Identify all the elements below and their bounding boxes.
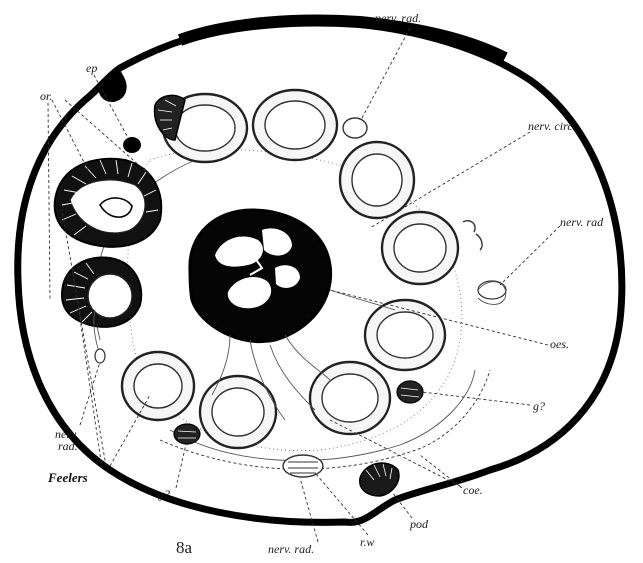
- ossicle-ring-3: [340, 142, 414, 218]
- label-coe: coe.: [463, 483, 483, 497]
- ganglion-bottom: [174, 424, 200, 444]
- label-nerv-circ: nerv. circ.: [528, 119, 576, 133]
- label-g-right: g?: [533, 399, 545, 413]
- label-oes: oes.: [550, 337, 569, 351]
- label-nerv-rad-left-line2: rad.: [58, 439, 78, 453]
- label-nerv-rad-right: nerv. rad: [560, 215, 604, 229]
- feeler-upper: [55, 159, 162, 247]
- feeler-stalk-tip: [95, 349, 105, 363]
- label-pod: pod: [409, 517, 429, 531]
- label-g-bottom: g?: [158, 487, 170, 501]
- label-ep: ep: [86, 61, 97, 75]
- label-nerv-rad-top: nerv. rad.: [375, 11, 421, 25]
- radial-nerve-top: [343, 118, 367, 138]
- ganglion-right: [397, 381, 423, 403]
- figure-caption: 8a: [176, 538, 193, 557]
- oesophagus-mass: [190, 210, 331, 342]
- label-feelers: Feelers: [47, 470, 88, 485]
- ep-dark-spot: [123, 137, 141, 153]
- radial-nerve-right: [478, 281, 506, 299]
- radial-water-vessel: [283, 455, 323, 477]
- label-nerv-rad-bottom: nerv. rad.: [268, 542, 314, 556]
- label-or: or.: [40, 89, 52, 103]
- ossicle-ring-7: [200, 376, 276, 448]
- ossicle-ring-2: [253, 90, 337, 160]
- label-rw: r.w: [360, 535, 374, 549]
- feeler-lower: [62, 258, 141, 327]
- ossicle-ring-8: [122, 352, 194, 420]
- ossicle-ring-5: [365, 300, 445, 370]
- label-nerv-rad-left: nerv. rad.: [55, 427, 81, 453]
- ossicle-ring-4: [382, 212, 458, 284]
